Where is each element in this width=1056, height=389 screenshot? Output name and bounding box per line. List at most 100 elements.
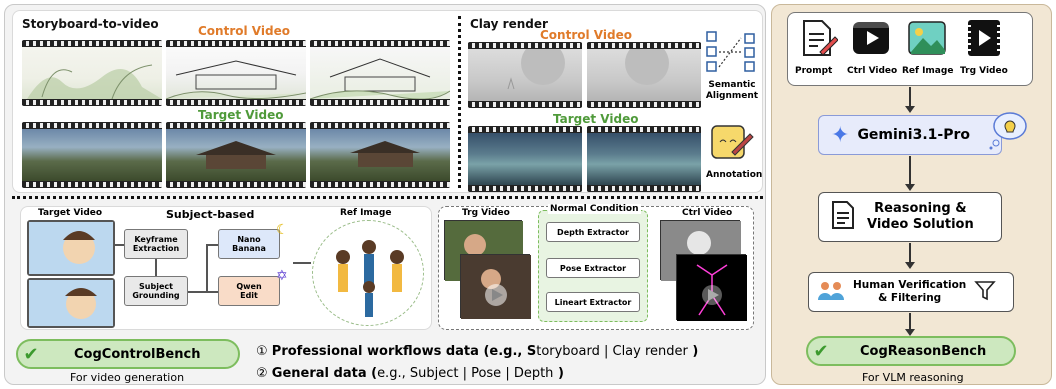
- clay-control-frame-1: [468, 42, 582, 108]
- storyboard-title: Storyboard-to-video: [22, 17, 159, 31]
- line1-end: ): [687, 344, 699, 359]
- check-icon-right: ✔: [813, 340, 829, 362]
- cog-reason-bench-caption: For VLM reasoning: [862, 371, 964, 384]
- clay-render-title: Clay render: [470, 17, 548, 31]
- cog-control-bench-caption: For video generation: [70, 371, 185, 384]
- qwen-edit-box: Qwen Edit: [218, 276, 280, 306]
- check-icon: ✔: [23, 343, 39, 365]
- annotation-label: Annotation: [706, 170, 763, 180]
- subject-based-title: Subject-based: [166, 208, 255, 221]
- reasoning-label: Reasoning & Video Solution: [867, 200, 974, 232]
- line1-bold: Professional workflows data (e.g., S: [271, 344, 537, 359]
- pipeline-arrowhead-3: [905, 262, 915, 269]
- pose-skeleton-icon: [677, 255, 747, 321]
- human-verification-label: Human Verification & Filtering: [853, 278, 967, 304]
- icon-label-trg-video: Trg Video: [960, 66, 1008, 76]
- flow-arrow-7: [293, 262, 311, 264]
- gemini-label: Gemini3.1-Pro: [857, 127, 970, 143]
- ref-image-label: Ref Image: [340, 208, 392, 218]
- line1-number: ①: [256, 344, 268, 359]
- pipeline-connector-3: [909, 243, 911, 263]
- ref-image-panel: [312, 220, 424, 326]
- storyboard-target-frame-2: [166, 122, 306, 188]
- line2-number: ②: [256, 366, 268, 381]
- cog-reason-bench-label: CogReasonBench: [860, 343, 987, 359]
- pipeline-connector-4: [909, 313, 911, 331]
- gemini-star-icon: ✦: [831, 122, 850, 148]
- flow-arrow-3: [188, 291, 206, 293]
- cog-reason-bench-badge: ✔ CogReasonBench: [806, 336, 1016, 366]
- sketch-temple-icon: [166, 60, 306, 100]
- clay-target-video-label: Target Video: [553, 112, 639, 126]
- semantic-alignment-icon: [705, 30, 757, 76]
- pipeline-connector-2: [909, 156, 911, 186]
- qwen-star-icon: ✡: [276, 268, 288, 284]
- keyframe-extraction-box: Keyframe Extraction: [124, 229, 188, 259]
- trg-video-icon: [964, 18, 1004, 58]
- lightbulb-thought-icon: [988, 110, 1028, 150]
- ctrl-video-icon: [851, 18, 891, 58]
- document-icon: [831, 200, 855, 234]
- depth-extractor-box: Depth Extractor: [546, 222, 640, 242]
- sketch-house-icon: [310, 58, 450, 100]
- subject-video-frame-2: [27, 278, 115, 328]
- ref-characters-icon: [336, 240, 404, 317]
- icon-label-ref-image: Ref Image: [902, 66, 954, 76]
- semantic-alignment-label: Semantic Alignment: [705, 80, 759, 102]
- subject-target-video-label: Target Video: [38, 208, 103, 218]
- pipeline-arrowhead-2: [905, 184, 915, 191]
- subject-grounding-box: Subject Grounding: [124, 276, 188, 306]
- ref-image-icon: [907, 18, 947, 58]
- flow-arrow-5: [206, 244, 218, 246]
- cog-control-bench-label: CogControlBench: [74, 346, 201, 362]
- gemini-box: ✦ Gemini3.1-Pro: [818, 115, 1002, 155]
- section-divider-horizontal: [12, 196, 763, 199]
- ctrl-video-label: Ctrl Video: [682, 208, 733, 218]
- clay-control-video-label: Control Video: [540, 28, 632, 42]
- flow-arrow-6: [206, 291, 218, 293]
- line1-rest: toryboard | Clay render: [536, 344, 688, 359]
- clay-sphere-icon-2: [625, 42, 669, 85]
- clay-control-frame-2: [587, 42, 701, 108]
- annotation-icon: [710, 122, 754, 164]
- line2-end: ): [553, 366, 564, 381]
- pose-extractor-box: Pose Extractor: [546, 258, 640, 278]
- storyboard-target-frame-3: [310, 122, 450, 188]
- pipeline-arrowhead-4: [905, 329, 915, 336]
- trg-video-frame-2: [460, 254, 531, 319]
- anime-character-icon: [29, 222, 113, 274]
- people-icon: [817, 278, 845, 306]
- clay-sphere-icon: [507, 42, 565, 90]
- pipeline-arrowhead-1: [905, 106, 915, 113]
- storyboard-target-frame-1: [22, 122, 162, 188]
- trg-video-label: Trg Video: [462, 208, 510, 218]
- lineart-extractor-box: Lineart Extractor: [546, 292, 640, 312]
- ctrl-video-frame-2: [676, 254, 747, 321]
- human-verification-box: Human Verification & Filtering: [808, 272, 1014, 312]
- icon-label-prompt: Prompt: [795, 66, 833, 76]
- line2-bold: General data (: [271, 366, 378, 381]
- flow-arrow-2: [155, 259, 157, 276]
- play-icon: [461, 255, 531, 319]
- subject-video-frame-1: [27, 220, 115, 276]
- flow-arrow-1: [115, 244, 124, 246]
- temple-photo-icon-2: [350, 141, 420, 167]
- normal-condition-title: Normal Condition: [548, 204, 641, 214]
- flow-arrow-4: [206, 244, 208, 292]
- filter-icon: [974, 279, 997, 305]
- line2-rest: e.g., Subject | Pose | Depth: [377, 366, 554, 381]
- control-video-label: Control Video: [198, 24, 290, 38]
- storyboard-control-frame-2: [166, 40, 306, 106]
- reasoning-box: Reasoning & Video Solution: [818, 192, 1002, 242]
- clay-target-frame-1: [468, 126, 582, 192]
- prompt-icon: [798, 18, 839, 58]
- workflow-line-1: ① Professional workflows data (e.g., Sto…: [256, 344, 698, 359]
- pipeline-connector-1: [909, 87, 911, 108]
- nano-banana-box: Nano Banana: [218, 229, 280, 259]
- workflow-line-2: ② General data (e.g., Subject | Pose | D…: [256, 366, 564, 381]
- target-video-label: Target Video: [198, 108, 284, 122]
- storyboard-control-frame-1: [22, 40, 162, 106]
- banana-icon: ☾: [276, 222, 289, 238]
- icon-label-ctrl-video: Ctrl Video: [847, 66, 898, 76]
- storyboard-control-frame-3: [310, 40, 450, 106]
